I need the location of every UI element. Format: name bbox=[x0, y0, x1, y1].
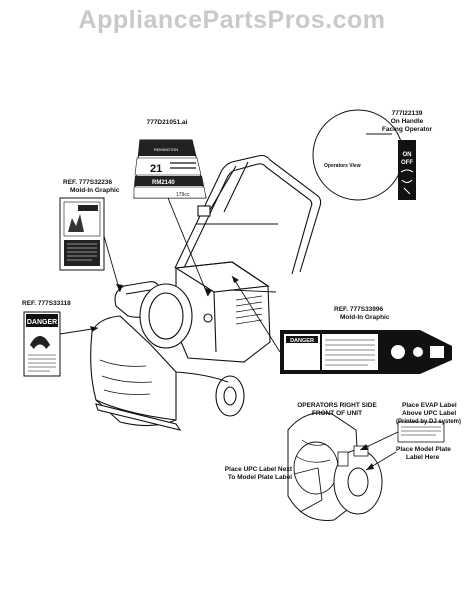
mold-in-graphic-left bbox=[59, 197, 105, 271]
operators-side-line1: OPERATORS RIGHT SIDE bbox=[297, 402, 377, 409]
danger-left-text: DANGER bbox=[27, 319, 57, 326]
model-plate-line2: Label Here bbox=[406, 454, 440, 461]
evap-label-line2: Above UPC Label bbox=[402, 410, 457, 417]
evap-label-line1: Place EVAP Label bbox=[402, 402, 457, 409]
model-plate-line1: Place Model Plate bbox=[396, 446, 451, 453]
danger-right-ref-line1: REF. 777S33996 bbox=[334, 306, 384, 313]
handle-label-callout: ON OFF bbox=[312, 109, 416, 201]
mold-in-left-ref-line1: REF. 777S32236 bbox=[63, 179, 113, 186]
handle-label-ref-line3: Facing Operator bbox=[381, 126, 433, 133]
operators-side-line2: FRONT OF UNIT bbox=[311, 410, 363, 417]
upc-label-line1: Place UPC Label Next bbox=[224, 466, 292, 473]
evap-label-line3: (Printed by DJ system) bbox=[396, 419, 462, 425]
decal-cc-text: 179cc bbox=[176, 192, 190, 198]
danger-label-right: DANGER bbox=[280, 330, 452, 374]
svg-text:ON: ON bbox=[403, 152, 412, 158]
hood-decal: REMINGTON 21 RM2140 179cc bbox=[133, 139, 207, 199]
operators-view-label: Operators View bbox=[324, 163, 361, 169]
svg-text:OFF: OFF bbox=[401, 160, 413, 166]
decal-engine-text: RM2140 bbox=[152, 180, 175, 186]
handle-label-ref-line2: On Handle bbox=[390, 118, 424, 125]
upc-label-line2: To Model Plate Label bbox=[227, 474, 292, 481]
danger-right-text: DANGER bbox=[290, 338, 314, 344]
danger-left-ref: REF. 777S33118 bbox=[22, 300, 71, 307]
decal-brand-text: REMINGTON bbox=[154, 147, 178, 152]
mold-in-left-ref-line2: Mold-In Graphic bbox=[70, 187, 120, 194]
decal-size-text: 21 bbox=[150, 163, 162, 175]
hood-decal-ref: 777D21051.ai bbox=[146, 119, 188, 126]
snow-blower-drawing bbox=[90, 154, 322, 431]
operator-side-inset bbox=[287, 412, 445, 521]
danger-right-ref-line2: Mold-In Graphic bbox=[340, 314, 390, 321]
watermark: AppliancePartsPros.com bbox=[78, 6, 386, 34]
danger-label-left: DANGER bbox=[23, 311, 61, 377]
handle-label-ref-line1: 777I22139 bbox=[391, 110, 423, 117]
